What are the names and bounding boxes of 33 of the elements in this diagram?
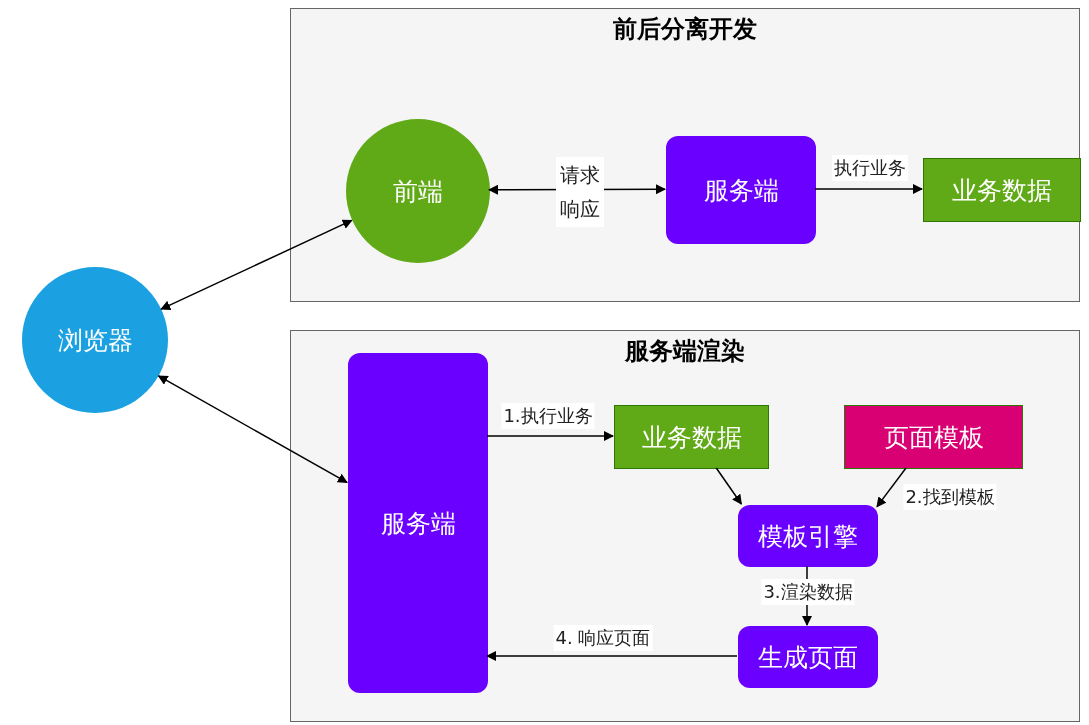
server-box <box>348 353 488 693</box>
data-box <box>923 158 1081 222</box>
arrow <box>814 184 923 194</box>
arrow <box>157 375 348 484</box>
process-box <box>666 136 816 244</box>
edge-label: 2.找到模板 <box>903 484 997 510</box>
process-box <box>738 626 878 688</box>
node-label: 生成页面 <box>758 641 858 674</box>
node-label: 页面模板 <box>883 421 984 454</box>
arrow <box>160 219 353 310</box>
node-label: 模板引擎 <box>758 520 858 553</box>
template-box <box>844 405 1023 469</box>
node-label: 业务数据 <box>641 421 742 454</box>
edge-label: 执行业务 <box>832 155 908 181</box>
arrow <box>486 651 738 661</box>
group-panel <box>290 8 1080 302</box>
edge-label: 请求响应 <box>556 157 604 227</box>
process-box <box>738 505 878 567</box>
edge-label: 4. 响应页面 <box>553 625 653 651</box>
node-label: 业务数据 <box>952 174 1052 207</box>
node-label: 服务端 <box>703 174 779 207</box>
arrow <box>715 467 743 505</box>
edge-label: 3.渲染数据 <box>761 579 855 605</box>
group-panel <box>290 330 1080 722</box>
arrow <box>876 467 907 508</box>
group-title: 服务端渲染 <box>625 336 745 367</box>
node-label: 服务端 <box>380 507 456 540</box>
node-label: 浏览器 <box>57 324 133 357</box>
arrow <box>486 431 614 441</box>
edge-label: 1.执行业务 <box>501 403 595 429</box>
node-label: 前端 <box>393 175 443 208</box>
group-title: 前后分离开发 <box>613 14 757 45</box>
data-box <box>614 405 769 469</box>
